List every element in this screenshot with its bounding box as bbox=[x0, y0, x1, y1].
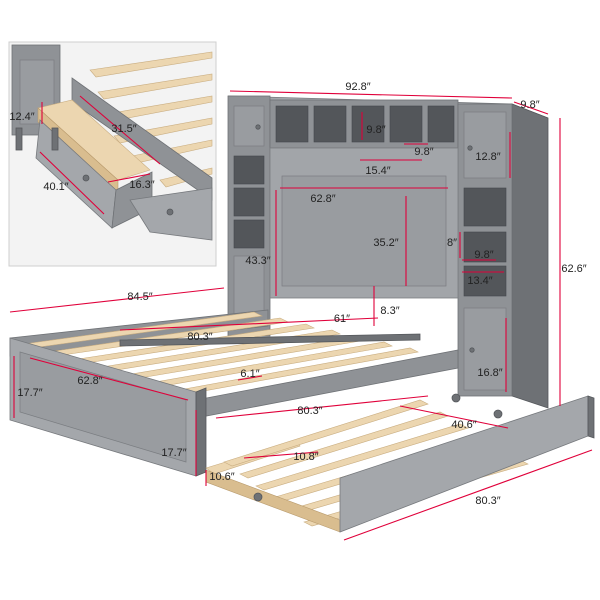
rail-clearance-label: 8.3″ bbox=[380, 305, 399, 317]
drawer-width-label: 16.3″ bbox=[129, 179, 154, 191]
headboard-to-floor-label: 43.3″ bbox=[245, 255, 270, 267]
lower-cabinet-height-label: 16.8″ bbox=[477, 367, 502, 379]
trundle-slat-gap-label: 10.8″ bbox=[293, 451, 318, 463]
dimension-lines bbox=[9, 90, 593, 541]
hutch-width-label: 92.8″ bbox=[345, 81, 370, 93]
left-shelf-3 bbox=[233, 219, 265, 249]
footboard-height-label: 17.7″ bbox=[17, 387, 42, 399]
bed-frame bbox=[9, 309, 459, 477]
dimension-labels: 92.8″ 9.8″ 9.8″ 9.8″ 15.4″ 12.8″ 62.8″ 3… bbox=[9, 81, 586, 507]
headboard-width-label: 62.8″ bbox=[310, 193, 335, 205]
footboard-width-label: 62.8″ bbox=[77, 375, 102, 387]
drawer-height-label: 12.4″ bbox=[9, 111, 34, 123]
cabinet-height-label: 12.8″ bbox=[475, 151, 500, 163]
left-shelf-2 bbox=[233, 187, 265, 217]
drawer-length-label: 31.5″ bbox=[111, 123, 136, 135]
side-shelf-width-label: 13.4″ bbox=[467, 275, 492, 287]
trundle-caster bbox=[253, 492, 263, 502]
footboard-panel bbox=[19, 351, 187, 463]
bed-length-label: 84.5″ bbox=[127, 291, 152, 303]
trundle-caster bbox=[493, 409, 503, 419]
side-shelf-height-label: 8″ bbox=[447, 237, 457, 249]
right-shelf-1 bbox=[463, 187, 507, 227]
right-upper-cabinet bbox=[463, 111, 507, 179]
hutch-right-side bbox=[511, 103, 549, 409]
side-shelf-depth-label: 9.8″ bbox=[474, 249, 493, 261]
trundle bbox=[205, 393, 595, 533]
drawer-inset bbox=[8, 41, 217, 267]
left-shelf-1 bbox=[233, 155, 265, 185]
trundle-caster bbox=[451, 393, 461, 403]
shelf-height-label: 9.8″ bbox=[366, 124, 385, 136]
inner-length-label: 80.3″ bbox=[187, 331, 212, 343]
bed-inner-width-label: 61″ bbox=[334, 313, 350, 325]
trundle-height-label: 10.6″ bbox=[209, 471, 234, 483]
right-shelf-2 bbox=[463, 231, 507, 263]
trundle-length-bottom-label: 80.3″ bbox=[475, 495, 500, 507]
drawer-depth-label: 40.1″ bbox=[43, 181, 68, 193]
headboard-inner-panel bbox=[281, 175, 447, 287]
bed-height-label: 17.7″ bbox=[161, 447, 186, 459]
shelf-width-label: 9.8″ bbox=[414, 146, 433, 158]
center-support bbox=[119, 333, 421, 347]
right-shelf-3 bbox=[463, 265, 507, 297]
overall-height-label: 62.6″ bbox=[561, 263, 586, 275]
headboard-height-label: 35.2″ bbox=[373, 237, 398, 249]
trundle-length-top-label: 80.3″ bbox=[297, 405, 322, 417]
top-shelf-width-label: 15.4″ bbox=[365, 165, 390, 177]
slat-gap-label: 6.1″ bbox=[240, 368, 259, 380]
bookcase-headboard bbox=[227, 95, 549, 409]
hutch-depth-label: 9.8″ bbox=[520, 99, 539, 111]
trundle-width-label: 40.6″ bbox=[451, 419, 476, 431]
